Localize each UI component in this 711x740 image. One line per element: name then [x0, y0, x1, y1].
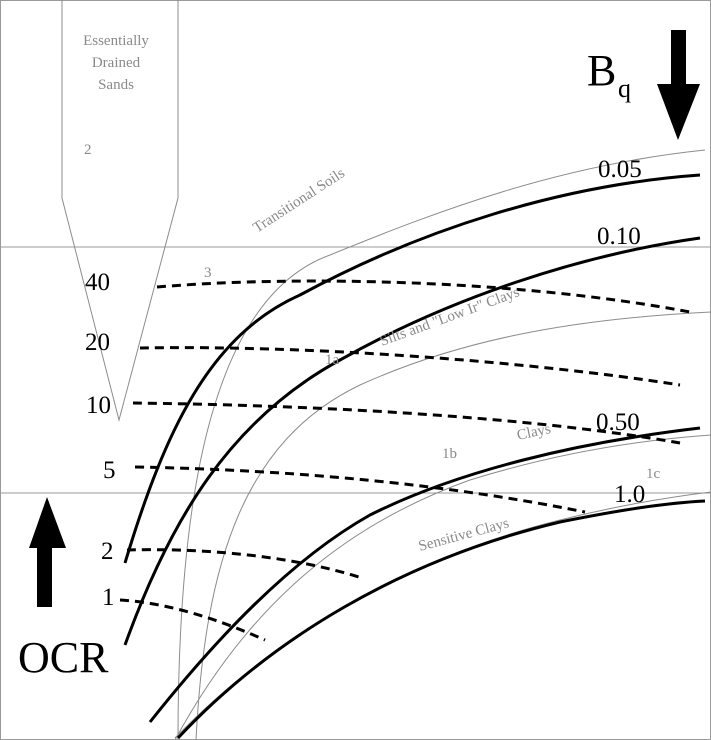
- zone-boundary-sensitive: [174, 491, 711, 739]
- drained-sands-label-line1: Essentially: [83, 33, 149, 49]
- ocr-curve-5: [134, 465, 586, 514]
- bq-curve-1.0: [176, 499, 706, 740]
- drained-sands-zone: [61, 0, 179, 422]
- ocr-curve-10: [132, 401, 681, 445]
- bq-label-0.50: 0.50: [596, 409, 640, 436]
- zone-1a-label: 1a: [325, 352, 340, 368]
- ocr-curve-20: [139, 346, 681, 387]
- ocr-label-20: 20: [85, 329, 110, 356]
- sensitive-clays-label: Sensitive Clays: [417, 515, 511, 555]
- transitional-soils-label: Transitional Soils: [250, 165, 348, 236]
- bq-label-1.0: 1.0: [614, 481, 645, 508]
- zone-1b-label: 1b: [442, 446, 457, 462]
- ocr-label: OCR: [18, 633, 109, 682]
- bq-label-subscript: q: [618, 74, 631, 103]
- clays-label: Clays: [516, 421, 553, 444]
- bq-curve-0.05: [123, 173, 701, 564]
- bq-label: B: [587, 46, 616, 95]
- zone-boundary-silts: [195, 311, 711, 740]
- ocr-label-1: 1: [102, 584, 115, 611]
- bq-curve-0.50: [148, 426, 701, 723]
- ocr-label-40: 40: [85, 269, 110, 296]
- drained-sands-label-line2: Drained: [92, 55, 141, 71]
- zone-2-label: 2: [84, 142, 92, 158]
- bq-label-0.10: 0.10: [597, 223, 641, 250]
- bq-curve-0.10: [123, 236, 701, 646]
- ocr-label-5: 5: [103, 457, 116, 484]
- ocr-arrow-up-icon: [29, 497, 66, 607]
- ocr-label-2: 2: [101, 538, 114, 565]
- zone-boundary-clays: [174, 434, 711, 740]
- zone-3-label: 3: [204, 265, 212, 281]
- drained-sands-label-line3: Sands: [98, 77, 134, 93]
- bq-label-0.05: 0.05: [598, 156, 642, 183]
- ocr-curve-40: [156, 279, 691, 314]
- ocr-curve-1: [119, 598, 266, 642]
- bq-arrow-down-icon: [657, 30, 700, 140]
- zone-1c-label: 1c: [646, 466, 661, 482]
- zone-boundary-transitional: [177, 149, 706, 740]
- ocr-label-10: 10: [86, 392, 111, 419]
- silts-clays-label: Silts and "Low Ir" Clays: [378, 284, 522, 349]
